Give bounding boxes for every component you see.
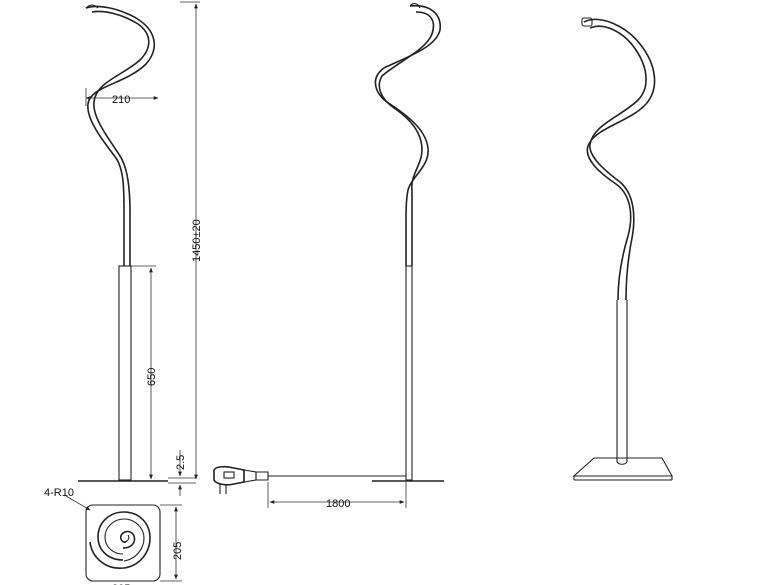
top-view-base-plate	[85, 504, 161, 582]
dim-tube-height: 650	[131, 265, 158, 480]
dim-base-depth: 205	[160, 504, 184, 582]
dim-corner-radius-label: 4-R10	[44, 487, 74, 499]
power-plug-icon	[213, 465, 245, 494]
dim-base-width-label: 205	[112, 583, 130, 585]
perspective-view-spiral	[581, 17, 656, 301]
dim-base-depth-label: 205	[172, 542, 184, 560]
dim-spiral-width-label: 210	[112, 94, 130, 106]
dim-spiral-width: 210	[85, 88, 159, 106]
dim-tube-height-label: 650	[146, 368, 158, 386]
perspective-view-tube	[616, 300, 628, 465]
front-view: 210 1450±20 650 2.5	[78, 1, 203, 496]
dim-total-height-label: 1450±20	[191, 219, 203, 262]
front-view-spiral	[85, 4, 156, 266]
dim-total-height: 1450±20	[180, 1, 203, 480]
dim-base-width: 205	[112, 583, 130, 585]
dim-base-thickness-label: 2.5	[175, 455, 187, 470]
top-view-spiral	[89, 511, 151, 569]
front-view-tube	[118, 265, 132, 481]
top-view: 4-R10 205 205	[44, 487, 184, 585]
dim-corner-radius: 4-R10	[44, 487, 91, 511]
side-view-spiral	[374, 3, 441, 266]
side-view-tube	[405, 265, 413, 481]
perspective-view-base	[572, 457, 673, 481]
dim-base-thickness: 2.5	[168, 450, 196, 496]
perspective-view	[572, 17, 673, 481]
dim-cable-length: 1800	[267, 482, 407, 510]
dim-cable-length-label: 1800	[326, 498, 350, 510]
side-view: 1800	[213, 3, 444, 510]
